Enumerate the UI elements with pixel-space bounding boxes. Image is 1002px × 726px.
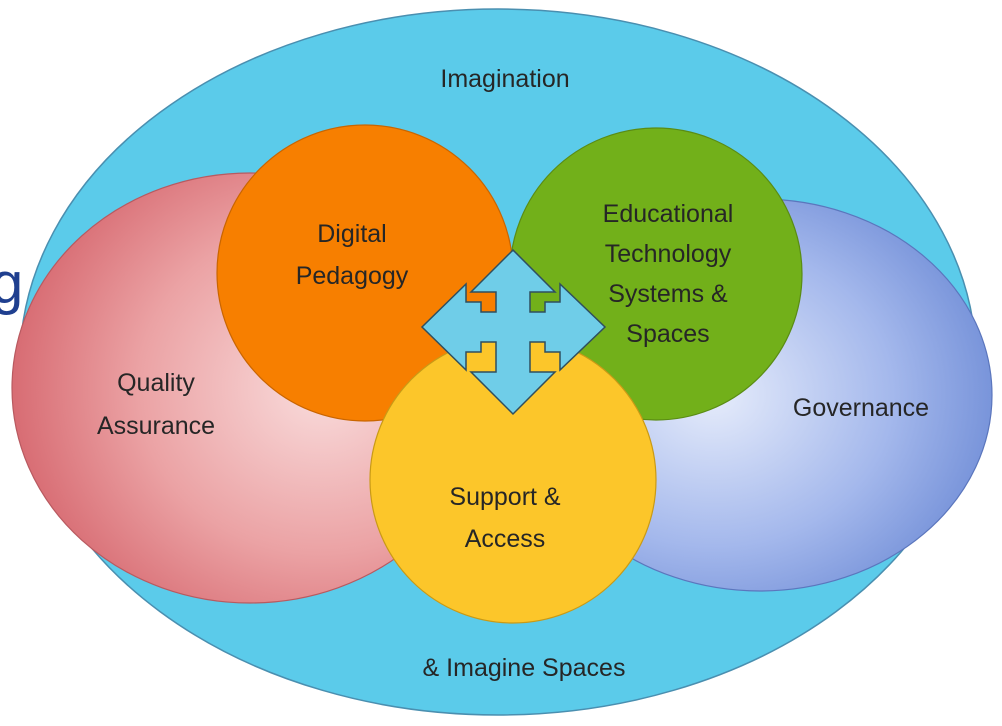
- outer-top-label: Imagination: [440, 65, 569, 93]
- outer-bottom-label: & Imagine Spaces: [423, 654, 626, 682]
- support-access-label-line1: Support &: [449, 483, 561, 511]
- four-way-arrow-icon: [420, 248, 607, 416]
- governance-label: Governance: [793, 394, 929, 422]
- educational-technology-label-line4: Spaces: [626, 320, 709, 348]
- quality-assurance-label-line2: Assurance: [97, 412, 215, 440]
- support-access-label-line2: Access: [465, 525, 546, 553]
- educational-technology-label-line2: Technology: [605, 240, 732, 268]
- edge-fragment-text: g: [0, 251, 23, 316]
- educational-technology-label-line3: Systems &: [608, 280, 728, 308]
- educational-technology-label-line1: Educational: [603, 200, 734, 228]
- digital-pedagogy-label-line1: Digital: [317, 220, 386, 248]
- digital-pedagogy-label-line2: Pedagogy: [296, 262, 409, 290]
- quality-assurance-label-line1: Quality: [117, 369, 195, 397]
